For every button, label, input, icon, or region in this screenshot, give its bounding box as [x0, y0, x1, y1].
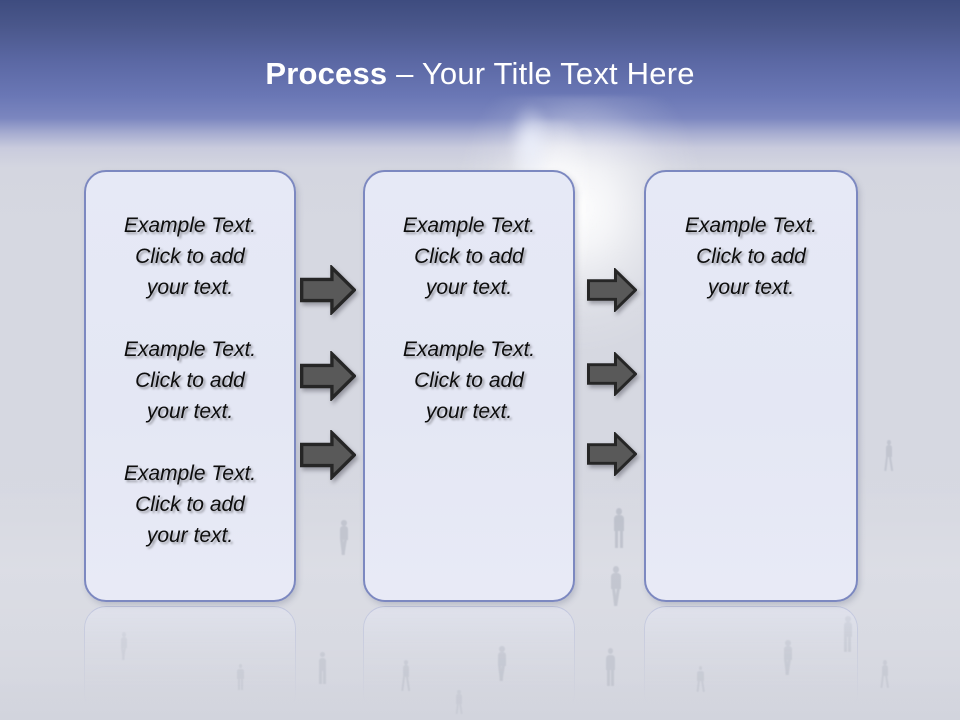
person-silhouette — [496, 646, 508, 681]
slide-title-rest: – Your Title Text Here — [387, 56, 695, 91]
process-box-2[interactable]: Example Text. Click to add your text. Exa… — [363, 170, 575, 602]
example-text-block[interactable]: Example Text. Click to add your text. — [402, 338, 536, 423]
arrow-right-icon — [587, 352, 637, 396]
example-text-block[interactable]: Example Text. Click to add your text. — [684, 214, 818, 299]
arrow-right-icon — [587, 432, 637, 476]
person-silhouette — [842, 616, 854, 653]
person-silhouette — [696, 666, 705, 693]
person-silhouette — [401, 660, 411, 691]
person-silhouette — [880, 660, 890, 689]
example-text-block[interactable]: Example Text. Click to add your text. — [402, 214, 536, 299]
process-box-3-content: Example Text. Click to add your text. — [646, 210, 856, 303]
arrow-2-3 — [587, 432, 637, 476]
arrow-right-icon — [587, 268, 637, 312]
process-box-1[interactable]: Example Text. Click to add your text. Exa… — [84, 170, 296, 602]
person-silhouette — [782, 640, 794, 675]
example-text-block[interactable]: Example Text. Click to add your text. — [123, 462, 257, 547]
process-box-1-content: Example Text. Click to add your text. Exa… — [86, 210, 294, 551]
person-silhouette — [604, 648, 617, 687]
process-box-3[interactable]: Example Text. Click to add your text. — [644, 170, 858, 602]
person-silhouette — [236, 664, 245, 691]
person-silhouette — [119, 632, 129, 661]
slide-title-bold: Process — [265, 56, 388, 91]
slide-title: Process – Your Title Text Here — [0, 54, 960, 94]
person-silhouette — [317, 652, 328, 685]
person-silhouette — [884, 440, 894, 471]
arrow-1-1 — [300, 265, 356, 315]
arrow-right-icon — [300, 430, 356, 480]
arrow-2-2 — [587, 352, 637, 396]
example-text-block[interactable]: Example Text. Click to add your text. — [123, 338, 257, 423]
person-silhouette — [455, 690, 463, 715]
person-silhouette — [338, 520, 350, 555]
arrow-right-icon — [300, 265, 356, 315]
person-silhouette — [612, 508, 626, 549]
arrow-right-icon — [300, 351, 356, 401]
arrow-1-2 — [300, 351, 356, 401]
person-silhouette — [609, 566, 623, 607]
example-text-block[interactable]: Example Text. Click to add your text. — [123, 214, 257, 299]
arrow-2-1 — [587, 268, 637, 312]
arrow-1-3 — [300, 430, 356, 480]
process-box-2-content: Example Text. Click to add your text. Exa… — [365, 210, 573, 427]
